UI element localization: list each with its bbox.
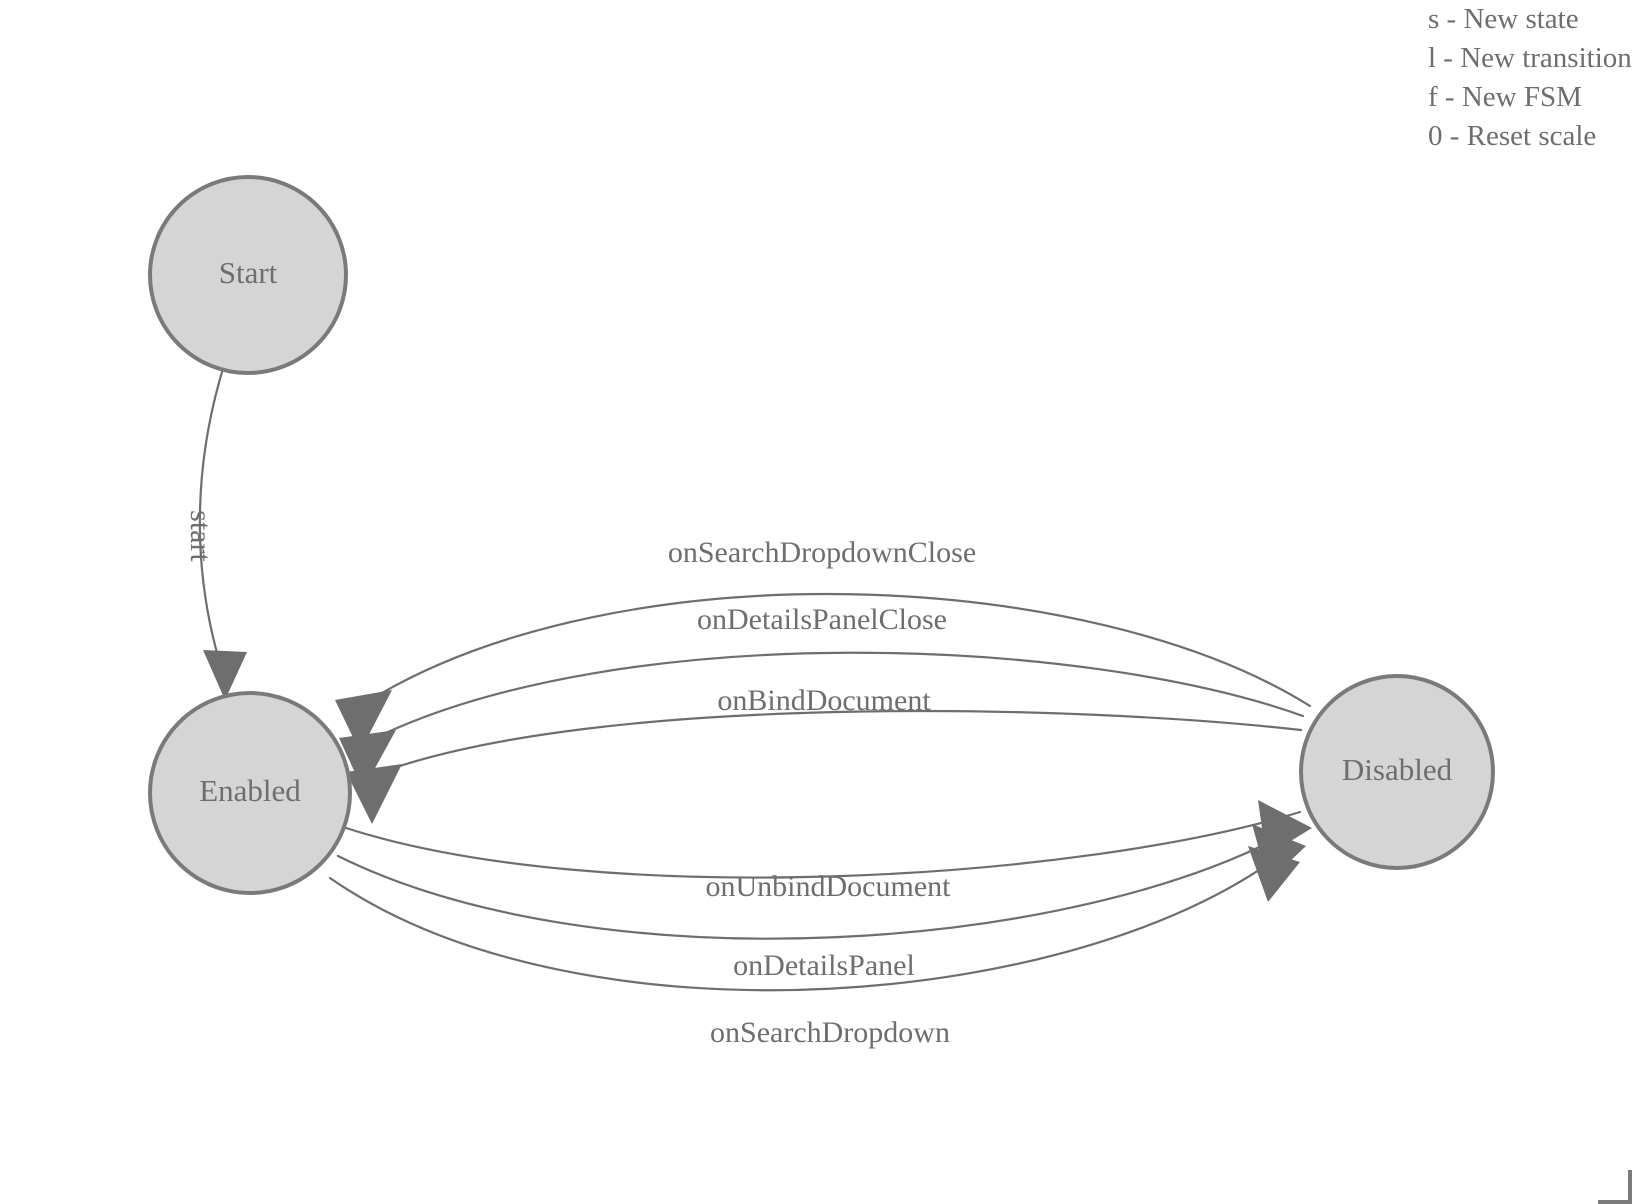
node-disabled-label: Disabled — [1342, 752, 1453, 787]
help-line-new-fsm: f - New FSM — [1428, 81, 1582, 113]
edge-path-onunbinddocument[interactable] — [344, 810, 1302, 879]
edge-label-start: start — [184, 510, 217, 562]
arrowhead-start — [203, 650, 247, 700]
edge-path-onsearchdropdown[interactable] — [328, 844, 1294, 992]
node-start-label: Start — [219, 255, 278, 290]
node-enabled[interactable]: Enabled — [148, 691, 352, 895]
help-line-new-state: s - New state — [1428, 3, 1579, 35]
edge-path-ondetailspanel[interactable] — [336, 826, 1298, 940]
edge-enabled-to-disabled-1[interactable] — [344, 800, 1312, 879]
edge-label-ondetailspanel: onDetailsPanel — [733, 949, 915, 982]
edge-label-onsearchdropdownclose: onSearchDropdownClose — [668, 536, 976, 569]
node-start[interactable]: Start — [148, 175, 348, 375]
keyboard-shortcuts-overlay: s - New state l - New transition f - New… — [1428, 0, 1632, 156]
node-layer: Start Enabled Disabled — [148, 175, 1495, 895]
edge-label-onsearchdropdown: onSearchDropdown — [710, 1016, 950, 1049]
arrowhead-onbinddocument — [346, 764, 402, 824]
edge-path-onbinddocument[interactable] — [380, 709, 1303, 774]
edge-start-to-enabled[interactable] — [198, 370, 247, 700]
resize-handle-icon[interactable] — [1598, 1170, 1632, 1204]
edge-label-onbinddocument: onBindDocument — [717, 684, 931, 717]
edge-path-start[interactable] — [198, 370, 224, 662]
edge-disabled-to-enabled-3[interactable] — [346, 709, 1303, 824]
edge-enabled-to-disabled-3[interactable] — [328, 844, 1300, 992]
node-start-circle[interactable] — [148, 175, 348, 375]
edge-label-onunbinddocument: onUnbindDocument — [706, 870, 952, 903]
node-enabled-label: Enabled — [199, 773, 301, 808]
edge-layer — [198, 370, 1312, 992]
help-line-new-transition: l - New transition — [1428, 42, 1632, 74]
edge-label-ondetailspanelclose: onDetailsPanelClose — [697, 603, 947, 636]
arrowhead-onsearchdropdownclose — [335, 690, 392, 752]
node-disabled[interactable]: Disabled — [1299, 674, 1495, 870]
help-line-reset-scale: 0 - Reset scale — [1428, 120, 1597, 152]
edge-path-ondetailspanelclose[interactable] — [373, 651, 1305, 740]
node-disabled-circle[interactable] — [1299, 674, 1495, 870]
arrowhead-onsearchdropdown — [1248, 846, 1300, 902]
edge-label-layer: start onSearchDropdownClose onDetailsPan… — [184, 510, 976, 1049]
edge-path-onsearchdropdownclose[interactable] — [368, 592, 1312, 708]
edge-disabled-to-enabled-1[interactable] — [335, 592, 1312, 752]
arrowhead-ondetailspanelclose — [339, 730, 396, 790]
node-enabled-circle[interactable] — [148, 691, 352, 895]
edge-disabled-to-enabled-2[interactable] — [339, 651, 1305, 790]
